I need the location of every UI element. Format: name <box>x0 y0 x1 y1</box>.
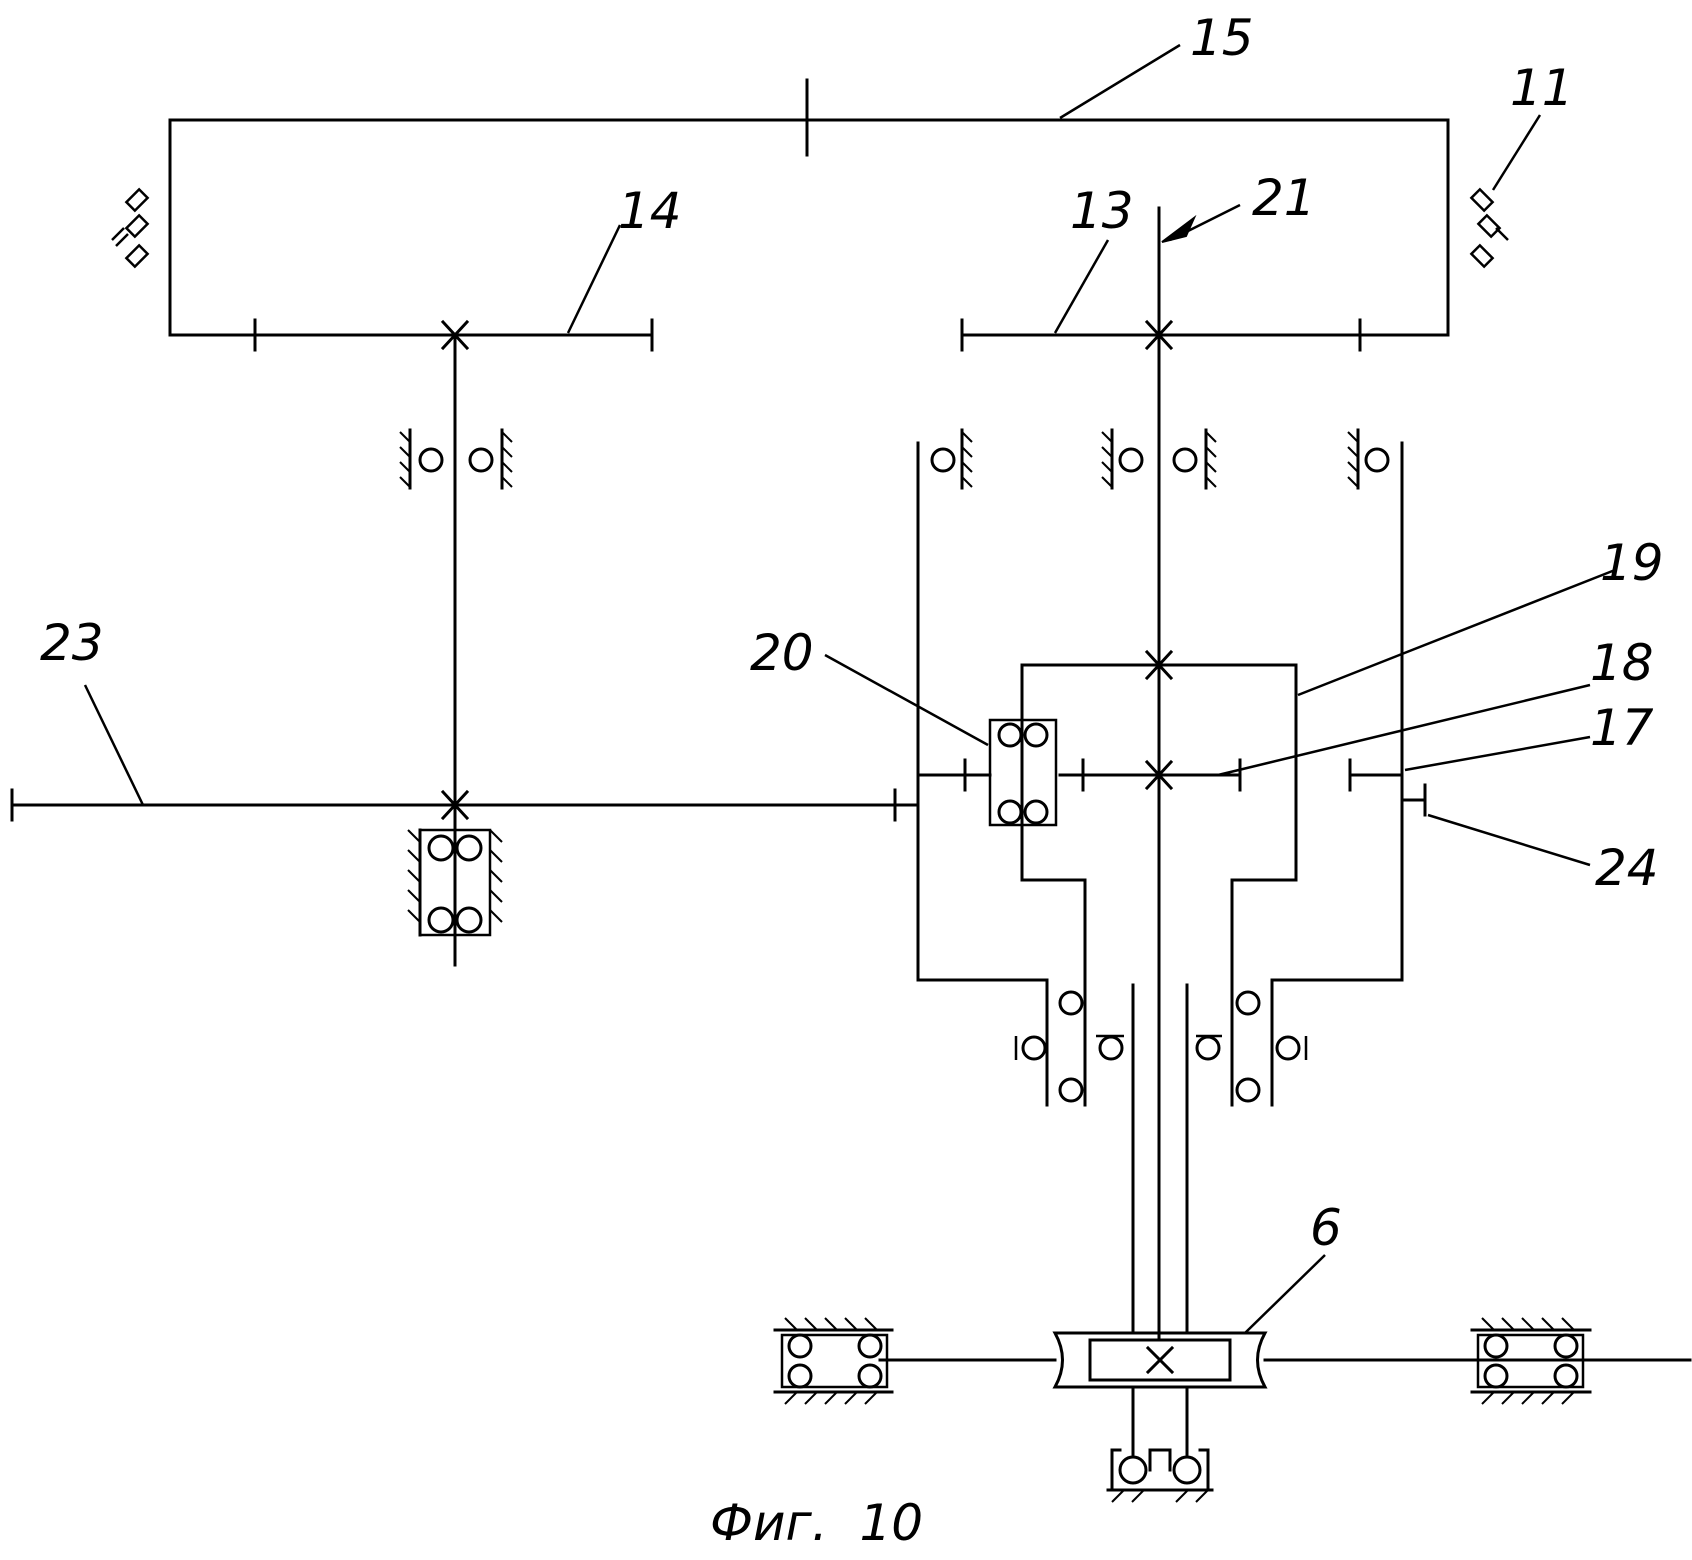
label-19: 19 <box>1600 534 1664 592</box>
label-24: 24 <box>1595 839 1659 897</box>
label-15: 15 <box>1190 9 1254 67</box>
label-14: 14 <box>618 182 682 240</box>
label-20: 20 <box>750 624 814 682</box>
label-17: 17 <box>1590 699 1654 757</box>
right-side-rollers <box>1471 189 1508 266</box>
label-23: 23 <box>40 614 104 672</box>
left-shaft <box>400 335 512 965</box>
label-6: 6 <box>1310 1199 1342 1257</box>
reference-labels: 15 11 14 13 21 19 23 20 18 17 24 6 <box>40 9 1664 1257</box>
left-side-rollers <box>112 189 148 266</box>
label-18: 18 <box>1590 634 1654 692</box>
label-13: 13 <box>1070 182 1134 240</box>
leader-lines <box>85 45 1615 1333</box>
figure-caption: Фиг. 10 <box>710 1494 923 1552</box>
bottom-shaft <box>775 1318 1690 1502</box>
label-21: 21 <box>1252 169 1316 227</box>
label-11: 11 <box>1510 59 1574 117</box>
gear-13 <box>962 320 1448 350</box>
gear-14 <box>170 320 652 350</box>
shaft-23 <box>12 790 918 820</box>
